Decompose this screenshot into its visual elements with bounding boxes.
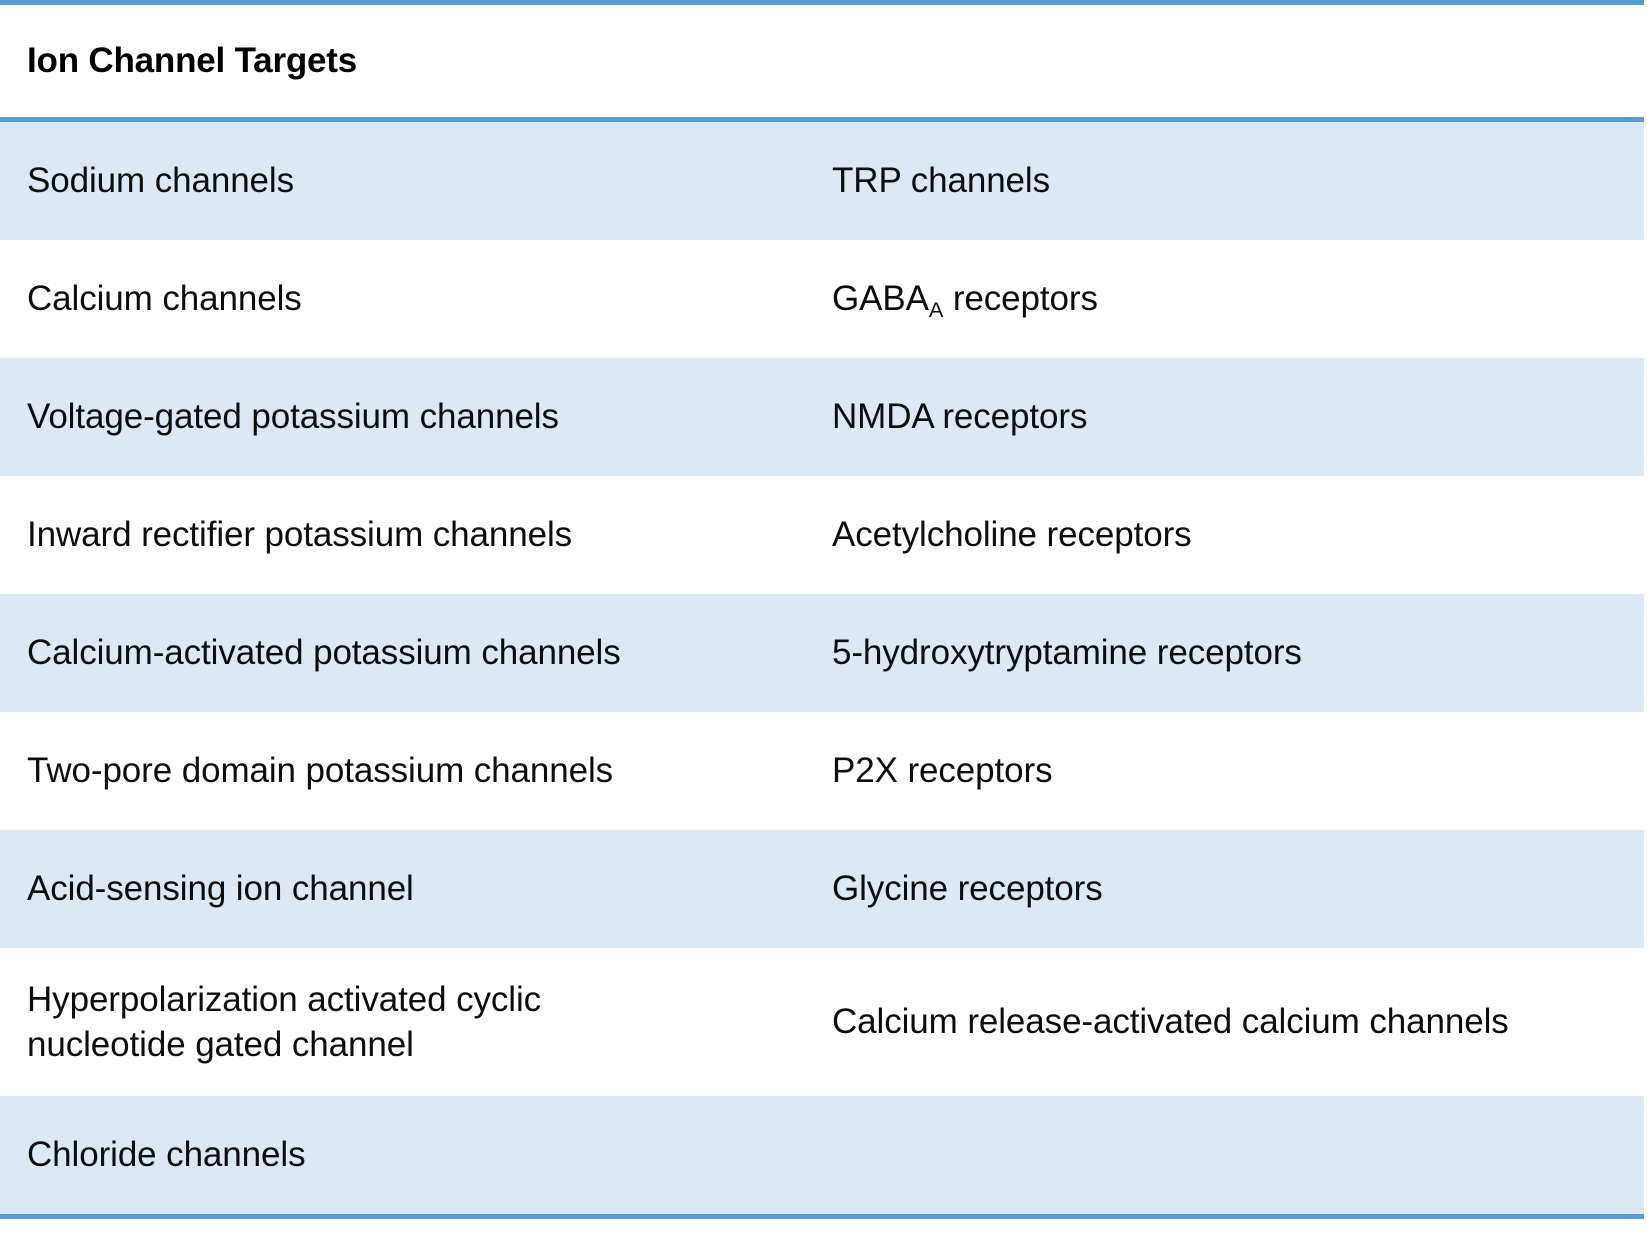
cell-right-tail: receptors bbox=[943, 279, 1098, 319]
cell-right: Acetylcholine receptors bbox=[832, 515, 1192, 555]
table-row: Chloride channels bbox=[0, 1096, 1644, 1214]
cell-left: Hyperpolarization activated cyclic nucleo… bbox=[0, 948, 822, 1096]
table-row: Voltage-gated potassium channels NMDA re… bbox=[0, 358, 1644, 476]
table-row: Calcium channels GABAA receptors bbox=[0, 240, 1644, 358]
cell-right: GABAA receptors bbox=[822, 240, 1644, 358]
ion-channel-targets-table: Ion Channel Targets Sodium channels TRP … bbox=[0, 5, 1644, 1219]
table-row: Two-pore domain potassium channels P2X r… bbox=[0, 712, 1644, 830]
cell-left: Calcium-activated potassium channels bbox=[27, 633, 621, 673]
table-row: Acid-sensing ion channel Glycine recepto… bbox=[0, 830, 1644, 948]
cell-right-base: GABA bbox=[832, 279, 929, 319]
table-caption: Ion Channel Targets bbox=[27, 41, 358, 80]
cell-right: Calcium release-activated calcium channe… bbox=[832, 1002, 1509, 1042]
cell-left: Chloride channels bbox=[27, 1135, 306, 1175]
cell-right: Glycine receptors bbox=[832, 869, 1103, 909]
table-header-rule-row bbox=[0, 117, 1644, 122]
cell-right bbox=[822, 1096, 1644, 1214]
cell-right: NMDA receptors bbox=[832, 397, 1088, 437]
cell-right: P2X receptors bbox=[832, 751, 1053, 791]
cell-left: Calcium channels bbox=[27, 279, 302, 319]
table-row: Sodium channels TRP channels bbox=[0, 122, 1644, 240]
table-row: Inward rectifier potassium channels Acet… bbox=[0, 476, 1644, 594]
table-top-border bbox=[0, 0, 1644, 5]
table-bottom-border bbox=[0, 1214, 1644, 1219]
cell-right-subscript: A bbox=[928, 296, 944, 322]
cell-left-line-1: Hyperpolarization activated cyclic bbox=[27, 979, 542, 1019]
table-row: Calcium-activated potassium channels 5-h… bbox=[0, 594, 1644, 712]
table-caption-row: Ion Channel Targets bbox=[0, 5, 1644, 117]
table-bottom-rule-row bbox=[0, 1214, 1644, 1219]
cell-left-line-2: nucleotide gated channel bbox=[27, 1025, 414, 1064]
table-row: Hyperpolarization activated cyclic nucleo… bbox=[0, 948, 1644, 1096]
table-header-border bbox=[0, 117, 1644, 122]
cell-left: Sodium channels bbox=[27, 161, 294, 201]
cell-left: Voltage-gated potassium channels bbox=[27, 397, 559, 437]
cell-left: Two-pore domain potassium channels bbox=[27, 751, 614, 791]
cell-left: Inward rectifier potassium channels bbox=[27, 515, 573, 555]
cell-right: TRP channels bbox=[832, 161, 1050, 201]
cell-right: 5-hydroxytryptamine receptors bbox=[832, 633, 1302, 673]
cell-left: Acid-sensing ion channel bbox=[27, 869, 414, 909]
